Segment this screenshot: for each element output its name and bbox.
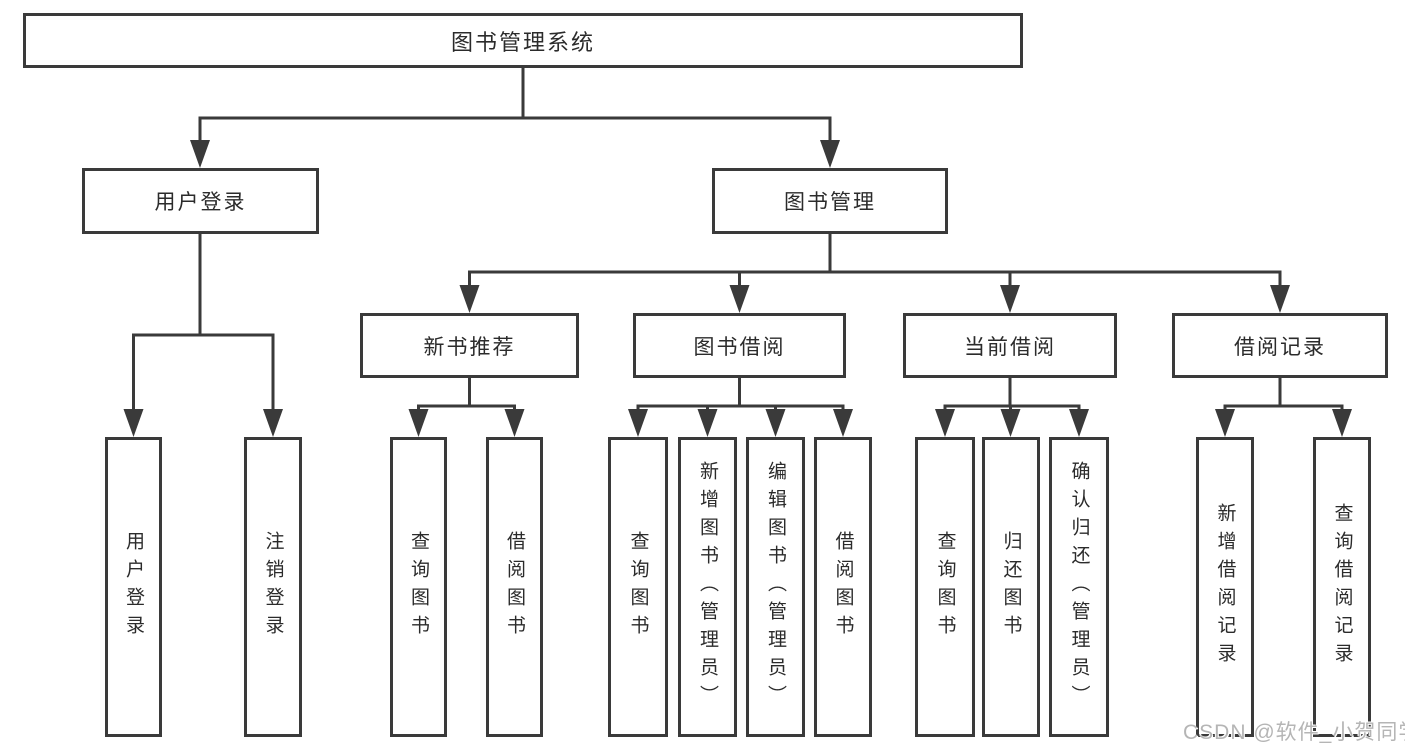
leaf-records-add-borrow-record: 新增借阅记录 (1196, 437, 1254, 737)
leaf-bookborrow-edit-books-admin: 编辑图书（管理员） (746, 437, 805, 737)
arrowhead-bb-add (697, 409, 718, 437)
connector-level3-bar (468, 270, 1282, 289)
connector-book-borrow-bar (636, 404, 845, 412)
node-current-borrow: 当前借阅 (903, 313, 1117, 378)
csdn-watermark: CSDN @软件_小贺同学 (1183, 721, 1405, 744)
leaf-currentborrow-search-books-label: 查询图书 (934, 531, 956, 643)
leaf-newbooks-search-books: 查询图书 (390, 437, 447, 737)
leaf-user-login: 用户登录 (105, 437, 162, 737)
connector-user-login-bar (132, 333, 275, 412)
leaf-logout-login-label: 注销登录 (262, 531, 284, 643)
leaf-bookborrow-search-books: 查询图书 (608, 437, 668, 737)
leaf-records-search-borrow-record: 查询借阅记录 (1313, 437, 1371, 737)
arrowhead-current-borrow (1000, 285, 1020, 313)
leaf-newbooks-borrow-books: 借阅图书 (486, 437, 543, 737)
node-user-login: 用户登录 (82, 168, 319, 234)
leaf-currentborrow-confirm-return-admin-label: 确认归还（管理员） (1068, 461, 1090, 713)
leaf-currentborrow-return-books-label: 归还图书 (1000, 531, 1022, 643)
arrowhead-new-books (459, 285, 480, 313)
arrowhead-leaf-logout (263, 409, 283, 437)
leaf-bookborrow-borrow-books: 借阅图书 (814, 437, 872, 737)
arrowhead-bb-edit (765, 409, 786, 437)
arrowhead-br-search (1332, 409, 1352, 437)
node-root: 图书管理系统 (23, 13, 1023, 68)
leaf-user-login-label: 用户登录 (123, 531, 144, 643)
connector-new-books-bar (417, 404, 516, 412)
arrowhead-cb-return (1000, 409, 1021, 437)
leaf-bookborrow-borrow-books-label: 借阅图书 (832, 531, 854, 643)
leaf-currentborrow-search-books: 查询图书 (915, 437, 975, 737)
leaf-currentborrow-return-books: 归还图书 (982, 437, 1040, 737)
node-user-login-label: 用户登录 (154, 191, 247, 214)
leaf-records-add-borrow-record-label: 新增借阅记录 (1214, 503, 1236, 671)
node-borrow-records: 借阅记录 (1172, 313, 1388, 378)
leaf-bookborrow-add-books-admin-label: 新增图书（管理员） (697, 461, 718, 713)
arrowhead-br-add (1215, 409, 1235, 437)
arrowhead-nb-search (408, 409, 429, 437)
node-new-book-recommend: 新书推荐 (360, 313, 579, 378)
node-current-borrow-label: 当前借阅 (964, 335, 1056, 359)
leaf-bookborrow-edit-books-admin-label: 编辑图书（管理员） (765, 461, 786, 713)
node-book-borrow: 图书借阅 (633, 313, 846, 378)
arrowhead-bb-search (628, 409, 648, 437)
arrowhead-cb-confirm (1069, 409, 1089, 437)
leaf-logout-login: 注销登录 (244, 437, 302, 737)
leaf-records-search-borrow-record-label: 查询借阅记录 (1331, 503, 1353, 671)
arrowhead-nb-borrow (504, 409, 525, 437)
node-book-borrow-label: 图书借阅 (693, 335, 786, 359)
arrowhead-bb-borrow (833, 409, 853, 437)
node-root-label: 图书管理系统 (450, 29, 595, 55)
leaf-newbooks-search-books-label: 查询图书 (408, 531, 429, 643)
node-book-management: 图书管理 (712, 168, 948, 234)
arrowhead-borrow-records (1270, 285, 1290, 313)
arrowhead-book-borrow (729, 285, 750, 313)
arrowhead-cb-search (935, 409, 955, 437)
arrowhead-book-management (820, 140, 840, 168)
leaf-bookborrow-search-books-label: 查询图书 (627, 531, 649, 643)
connector-borrow-records-bar (1223, 404, 1344, 412)
node-new-book-recommend-label: 新书推荐 (423, 335, 516, 359)
leaf-newbooks-borrow-books-label: 借阅图书 (504, 531, 525, 643)
node-book-management-label: 图书管理 (784, 191, 876, 214)
arrowhead-leaf-login (123, 409, 144, 437)
connector-level2-bar (198, 116, 832, 144)
node-borrow-records-label: 借阅记录 (1234, 335, 1326, 359)
arrowhead-user-login (190, 140, 210, 168)
leaf-bookborrow-add-books-admin: 新增图书（管理员） (678, 437, 737, 737)
leaf-currentborrow-confirm-return-admin: 确认归还（管理员） (1049, 437, 1109, 737)
